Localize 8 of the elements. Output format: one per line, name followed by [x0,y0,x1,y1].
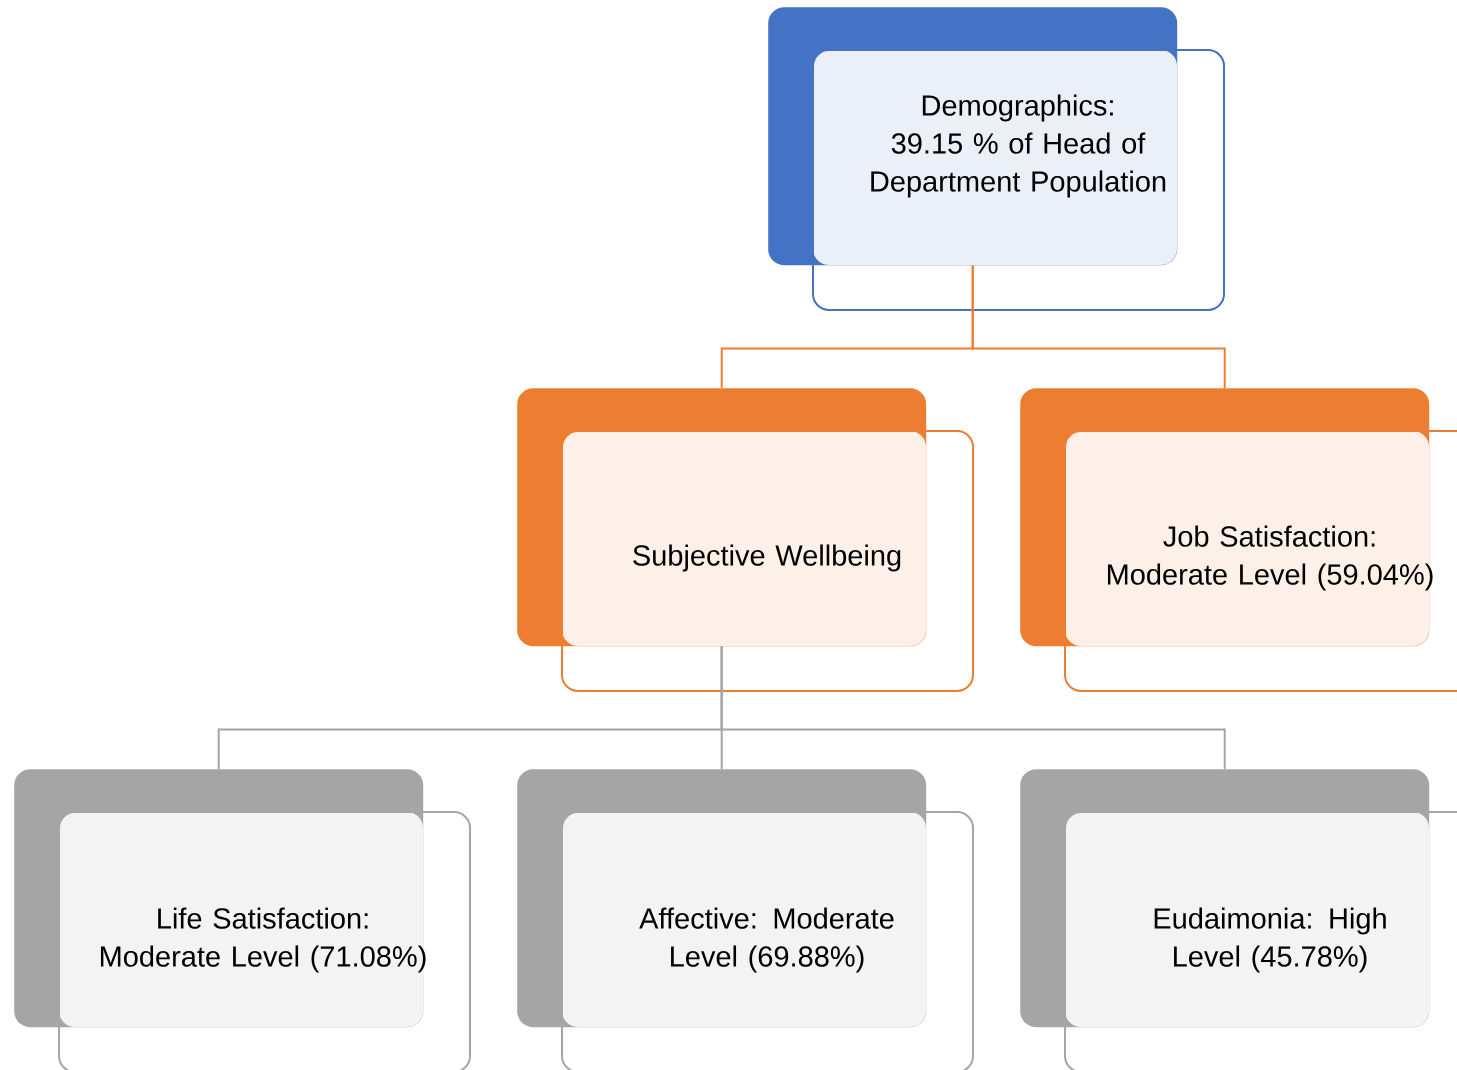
card-box: Subjective Wellbeing [517,388,974,692]
card-box: Affective: Moderate Level (69.88%) [517,769,974,1070]
card-box: Life Satisfaction: Moderate Level (71.08%) [14,769,471,1070]
connector [720,645,1226,770]
connector [971,264,1226,389]
card-box: Eudaimonia: High Level (45.78%) [1020,769,1457,1070]
card-box: Demographics: 39.15 % of Head of Department Population [768,7,1225,311]
card-box: Job Satisfaction: Moderate Level (59.04%) [1020,388,1457,692]
